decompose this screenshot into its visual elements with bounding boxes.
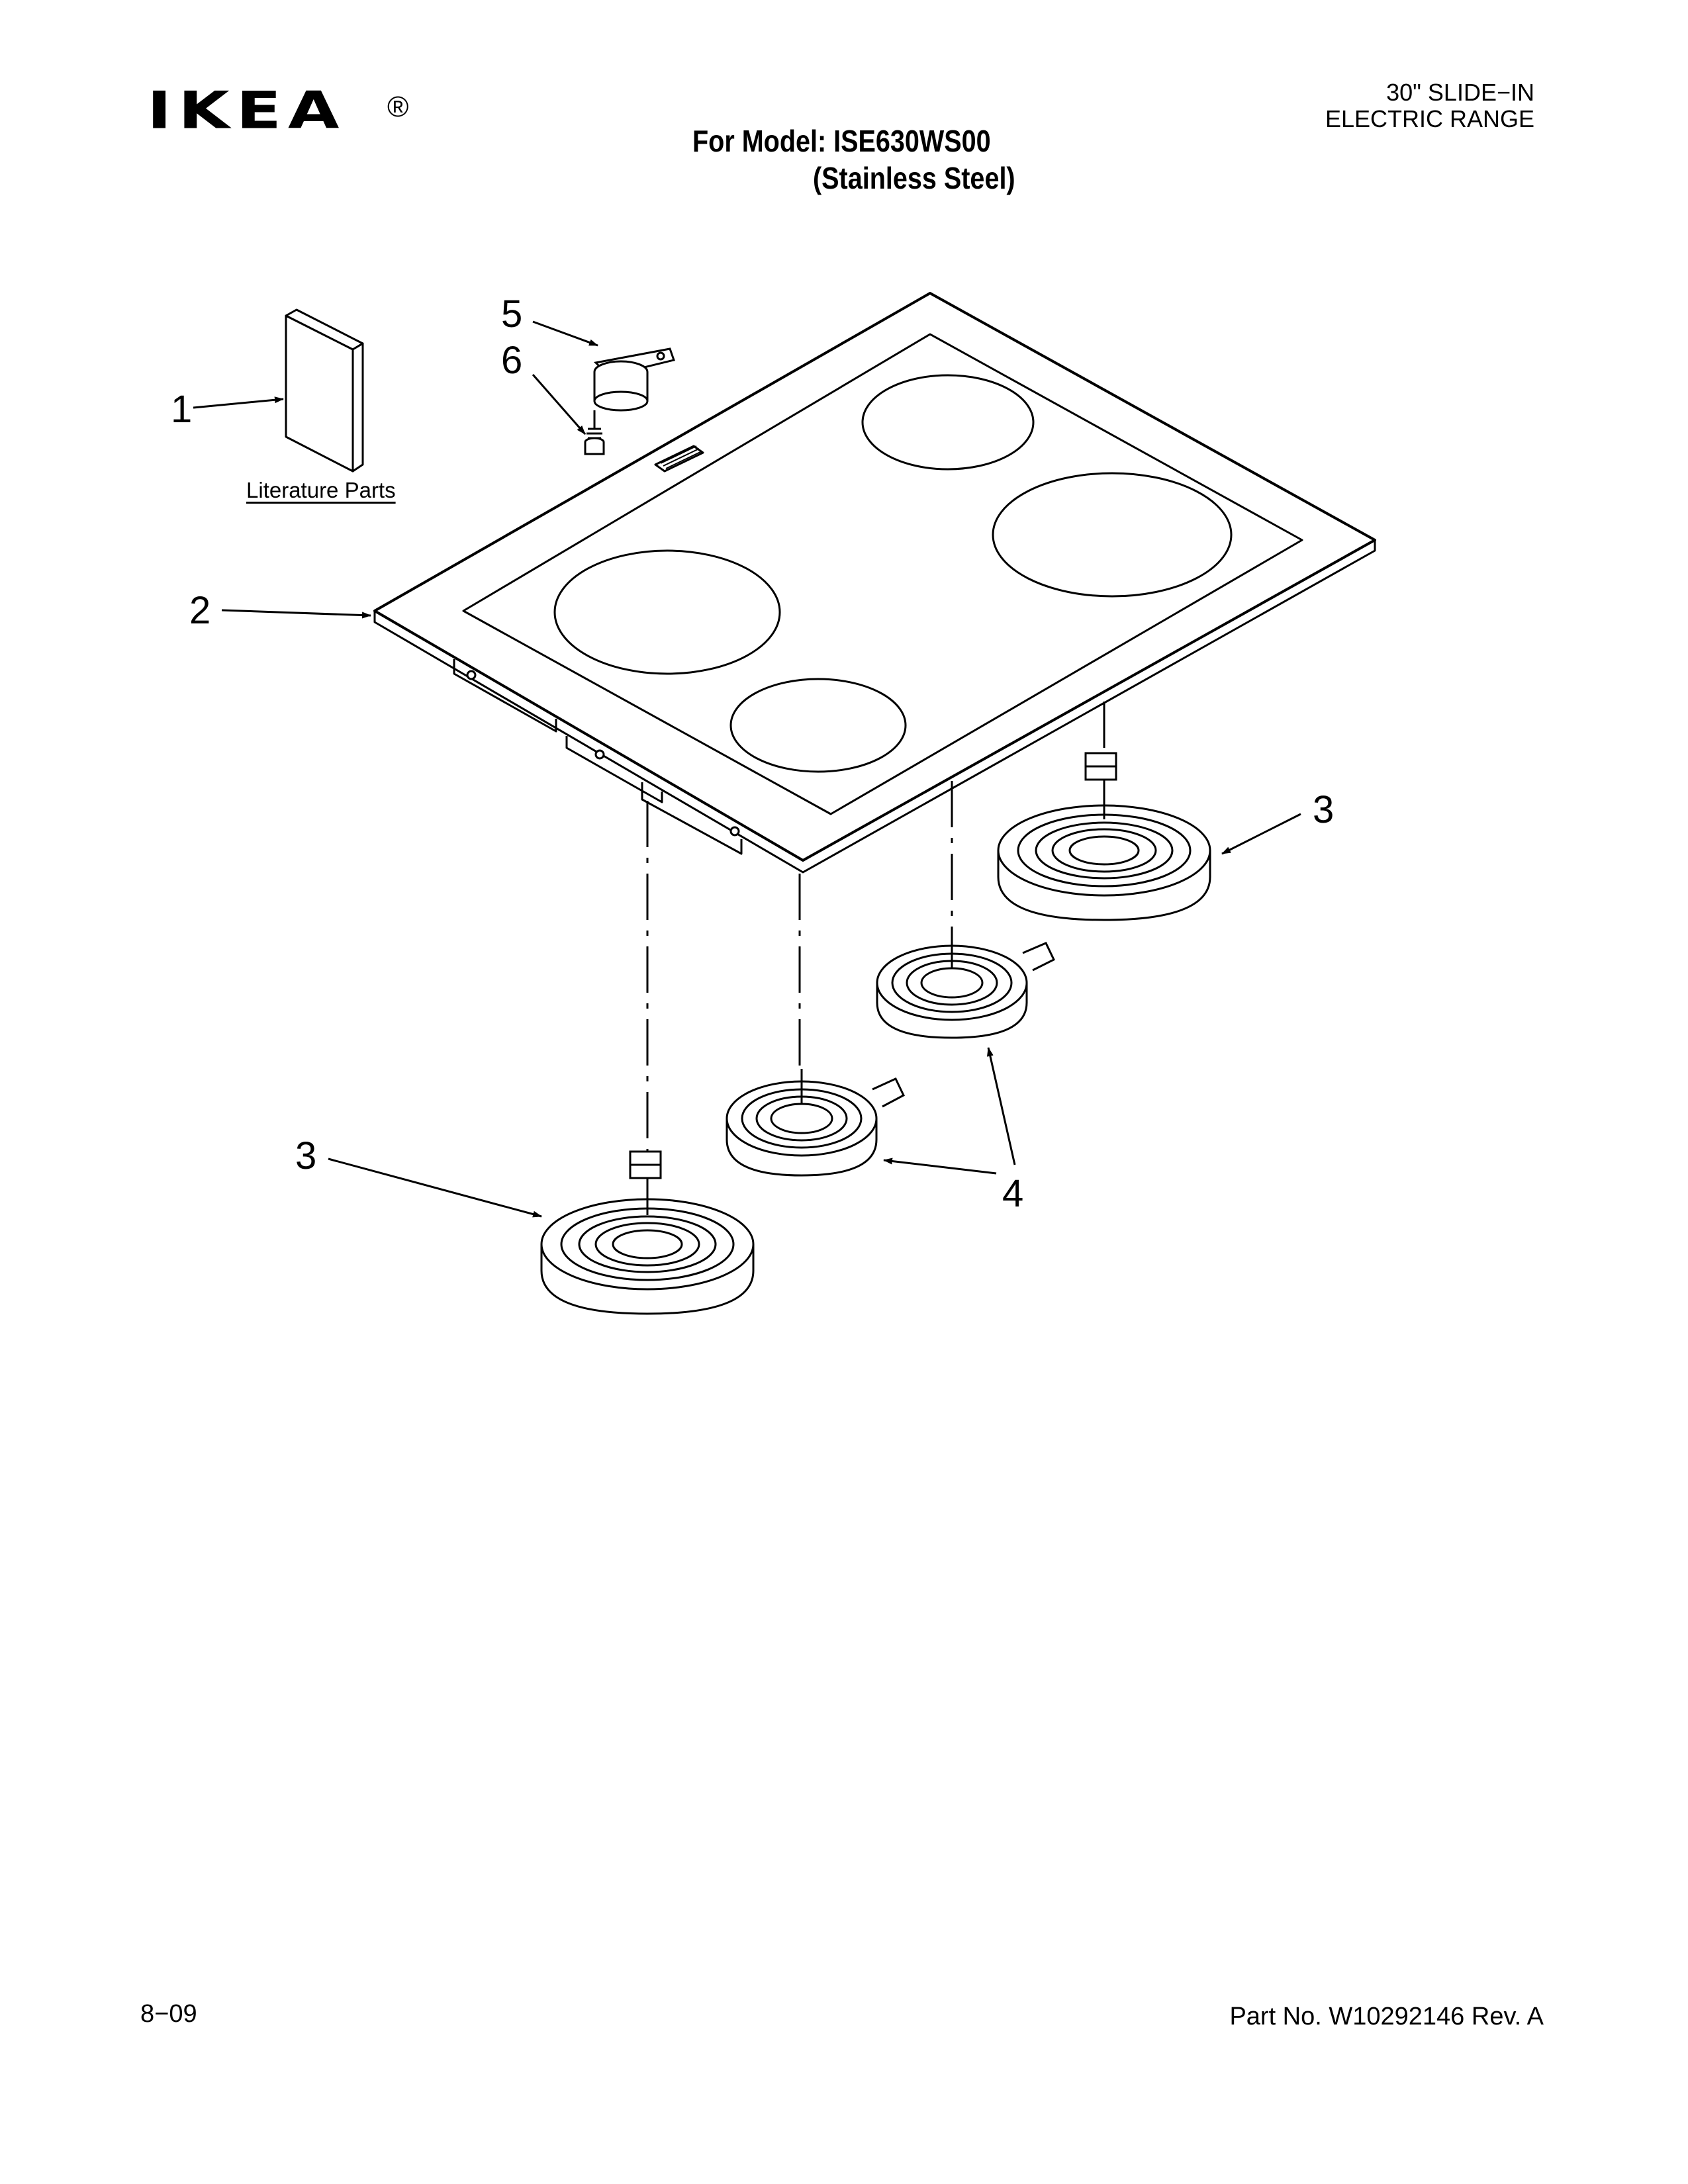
callout-1: 1 — [171, 388, 193, 431]
literature-parts-label: Literature Parts — [246, 478, 396, 502]
callout-3-lower: 3 — [295, 1134, 317, 1177]
product-type-line-1: 30" SLIDE−IN — [1386, 79, 1534, 106]
leader-arrows — [193, 320, 1301, 1218]
brand-logo: IKEA — [147, 79, 346, 141]
mounting-screw — [584, 410, 605, 455]
limiter-switch — [593, 347, 675, 412]
cooktop-glass — [373, 292, 1376, 874]
part-number: Part No. W10292146 Rev. A — [1229, 2003, 1544, 2030]
callout-5: 5 — [501, 293, 523, 336]
callout-2: 2 — [189, 589, 211, 632]
small-burner-middle — [876, 933, 1055, 1039]
callout-3-upper: 3 — [1313, 788, 1335, 831]
callout-4: 4 — [1002, 1172, 1024, 1215]
large-burner-right — [997, 752, 1211, 921]
small-burner-lower — [726, 1069, 905, 1177]
large-burner-left — [540, 1150, 755, 1315]
product-type-line-2: ELECTRIC RANGE — [1325, 105, 1534, 132]
registered-mark: ® — [387, 91, 409, 123]
alignment-lines — [646, 702, 1105, 1152]
callout-6: 6 — [501, 339, 523, 382]
literature-booklet — [285, 308, 364, 473]
model-line: For Model: ISE630WS00 — [692, 124, 991, 158]
finish-line: (Stainless Steel) — [813, 161, 1015, 195]
date-code: 8−09 — [140, 2000, 197, 2028]
